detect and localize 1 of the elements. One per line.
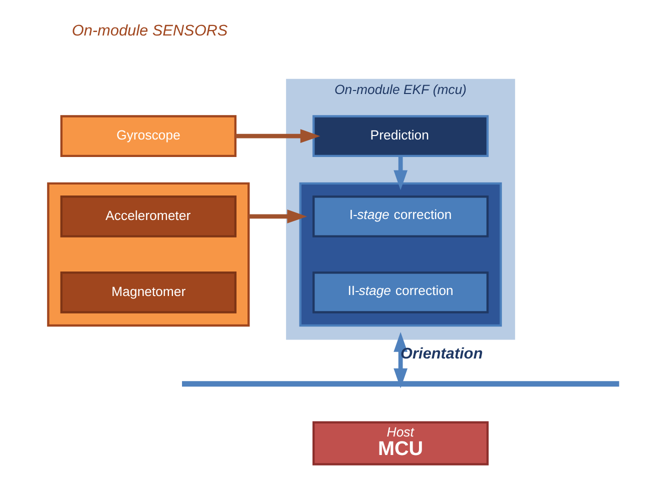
label: On-module SENSORS	[72, 22, 228, 40]
